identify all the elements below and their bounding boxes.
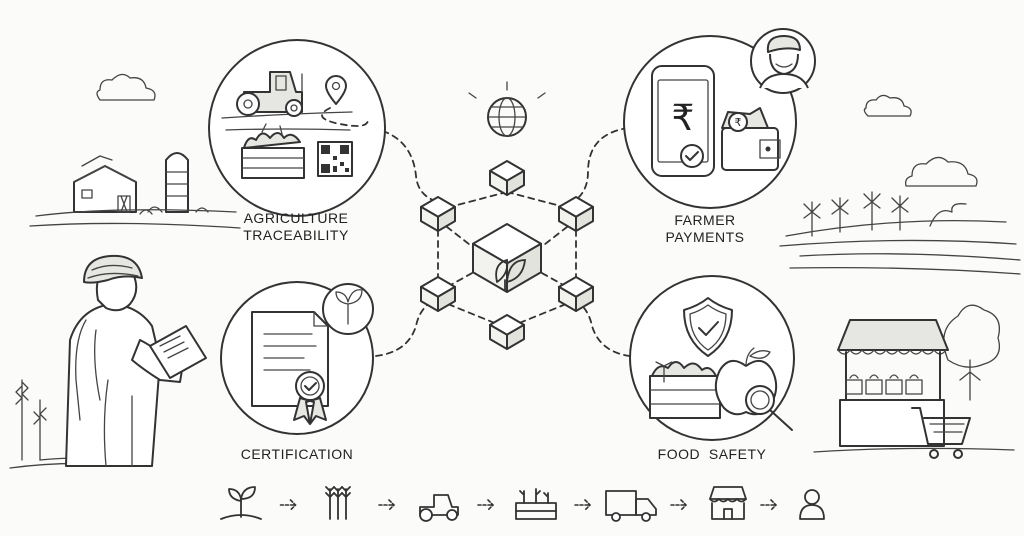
truck-icon [606,491,656,521]
rupee-symbol: ₹ [672,98,695,139]
label-line-1: FARMER [650,212,760,229]
label-agriculture-traceability: AGRICULTURE TRACEABILITY [226,210,366,244]
cloud-icon [864,95,977,186]
flow-arrow-icon [761,500,776,510]
market-stall [814,305,1014,458]
traceability-circle [209,40,385,216]
wheat-icon [326,487,350,519]
block-cube [490,161,524,195]
flow-arrow-icon [478,500,493,510]
store-icon [710,487,746,519]
label-line-2: TRACEABILITY [226,227,366,244]
supply-chain-flow [221,487,824,521]
block-cube [490,315,524,349]
flow-arrow-icon [575,500,590,510]
field-right [780,192,1020,274]
block-cube [559,197,593,231]
smartphone-icon: ₹ [652,66,714,176]
flow-arrow-icon [671,500,686,510]
produce-crate-icon [650,362,720,418]
label-certification: CERTIFICATION [232,446,362,463]
label-food-safety: FOOD SAFETY [652,446,772,463]
blockchain-blocks [421,161,593,349]
block-cube [421,197,455,231]
central-block-cube [473,224,541,292]
food-safety-circle [630,276,794,440]
crate-icon [516,489,556,519]
flow-arrow-icon [281,500,296,510]
seedling-icon [221,487,261,519]
label-line-1: AGRICULTURE [226,210,366,227]
cloud-icon [97,74,155,100]
flow-arrow-icon [379,500,394,510]
tractor-icon [420,495,458,521]
globe-icon [469,82,545,136]
label-line-2: PAYMENTS [650,229,760,246]
label-farmer-payments: FARMER PAYMENTS [650,212,760,246]
silo-icon [166,153,188,212]
block-cube [559,277,593,311]
block-cube [421,277,455,311]
wallet-rupee-symbol: ₹ [735,116,742,129]
leaf-badge-icon [323,284,373,334]
connector-payments [570,128,628,204]
consumer-icon [800,490,824,519]
field-left [30,207,240,228]
farmer-with-tablet [10,256,206,468]
barn-icon [74,156,136,212]
farmer-avatar-icon [751,29,815,93]
qr-code-icon [318,142,352,176]
